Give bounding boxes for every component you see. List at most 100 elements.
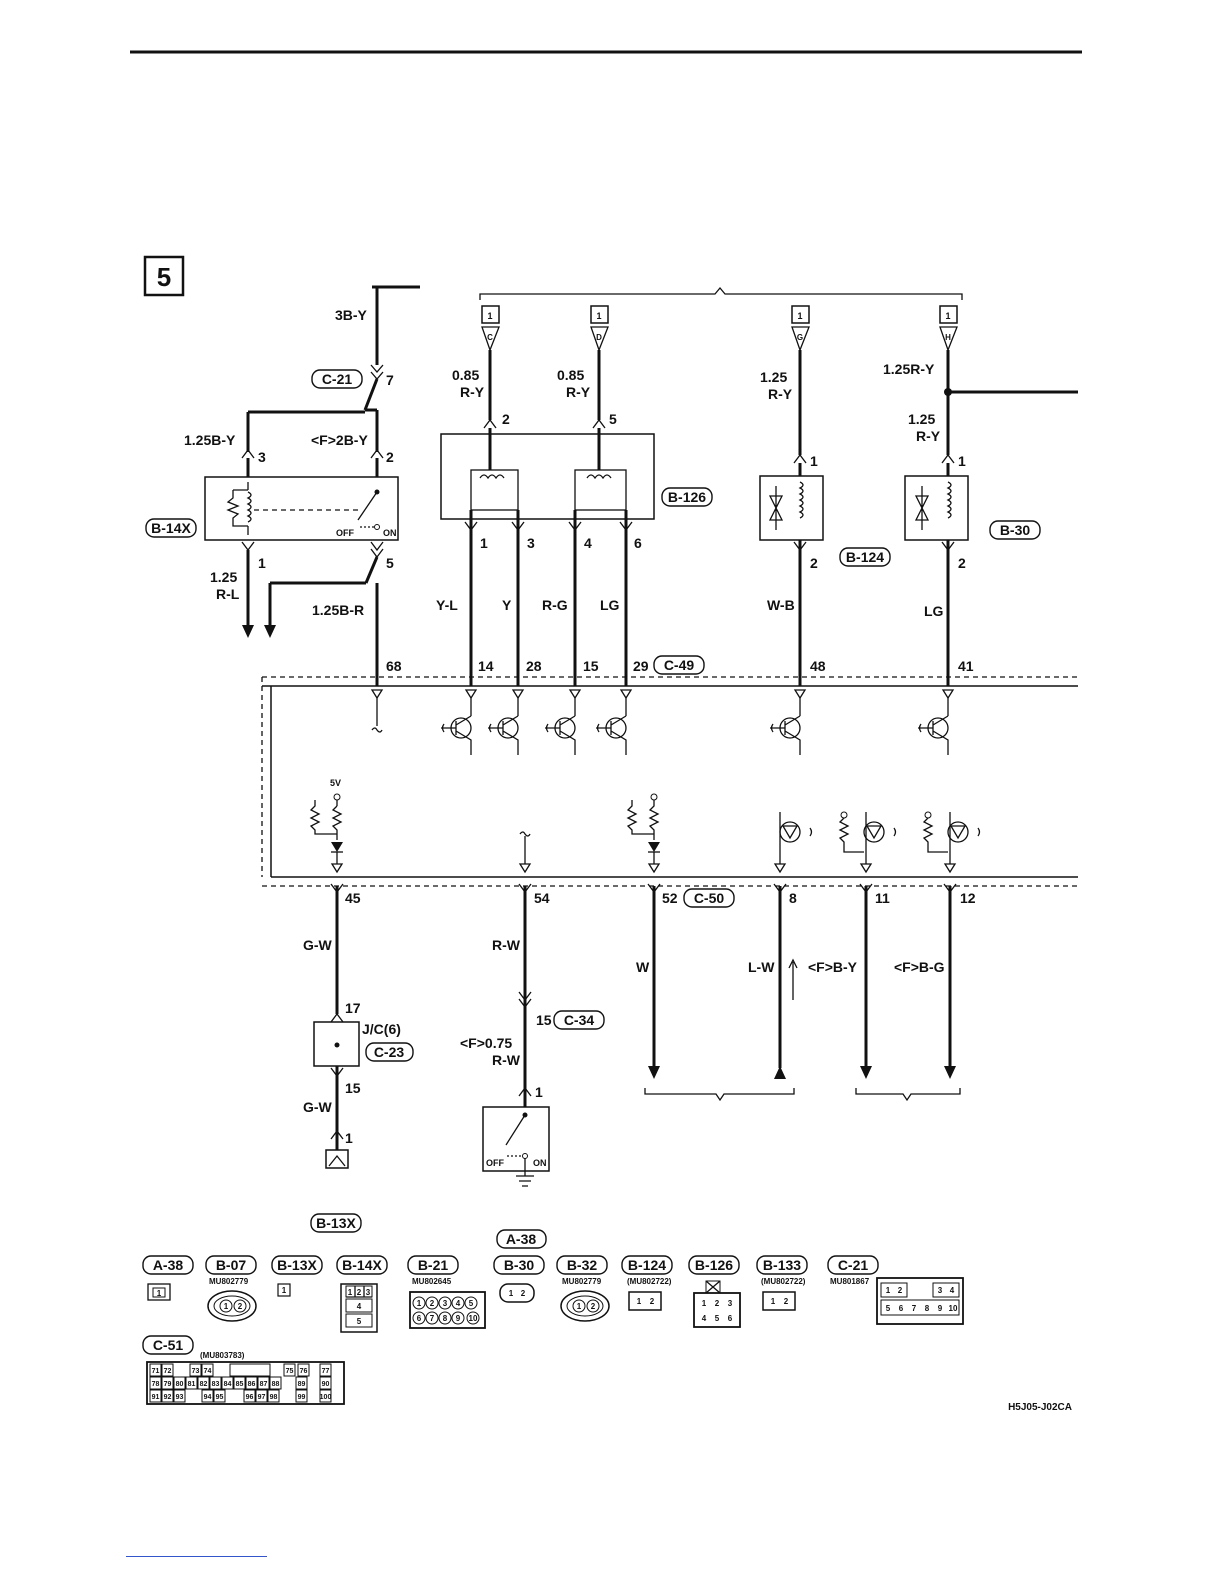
c51-pin-cell (297, 1363, 310, 1377)
svg-text:1.25R-Y: 1.25R-Y (883, 361, 935, 377)
svg-text:R-G: R-G (542, 597, 568, 613)
svg-text:R-W: R-W (492, 1052, 521, 1068)
c51-pin-label: 87 (260, 1381, 268, 1388)
svg-text:R-W: R-W (492, 937, 521, 953)
c51-pin-label: 96 (246, 1394, 254, 1401)
svg-text:B-133: B-133 (763, 1257, 801, 1273)
c51-pin-cell (319, 1363, 332, 1377)
ecu-input-52-circuit (626, 793, 661, 874)
svg-text:Y: Y (502, 597, 512, 613)
svg-text:5: 5 (886, 1304, 891, 1313)
svg-text:17: 17 (345, 1000, 361, 1016)
svg-text:B-124: B-124 (628, 1257, 666, 1273)
svg-text:2: 2 (521, 1289, 526, 1298)
svg-text:7: 7 (912, 1304, 917, 1313)
c51-pin-label: 77 (322, 1368, 330, 1375)
svg-text:5: 5 (469, 1299, 474, 1308)
lower-wire-45 (330, 883, 344, 1014)
svg-text:MU801867: MU801867 (830, 1277, 870, 1286)
svg-text:15: 15 (345, 1080, 361, 1096)
c51-pin-label: 91 (152, 1394, 160, 1401)
svg-text:15: 15 (583, 658, 599, 674)
svg-text:B-14X: B-14X (342, 1257, 382, 1273)
connector-tag-b14x: B-14X (145, 518, 197, 538)
c51-pin-cell (197, 1376, 210, 1390)
key-tag-b32: B-32 (556, 1255, 608, 1275)
connector-flag-h: 1 H (939, 305, 958, 352)
svg-text:3: 3 (366, 1288, 371, 1297)
c51-pin-label: 95 (216, 1394, 224, 1401)
svg-text:3: 3 (443, 1299, 448, 1308)
svg-text:8: 8 (789, 890, 797, 906)
svg-text:8: 8 (443, 1314, 448, 1323)
svg-text:5: 5 (357, 1317, 362, 1326)
relay-block-b126 (440, 428, 655, 520)
svg-text:1: 1 (797, 311, 802, 321)
c51-pin-label: 99 (298, 1394, 306, 1401)
c51-pin-cell (319, 1389, 332, 1403)
connector-tag-c50: C-50 (683, 888, 735, 908)
svg-text:68: 68 (386, 658, 402, 674)
c51-pin-label: 89 (298, 1381, 306, 1388)
svg-text:1.25B-R: 1.25B-R (312, 602, 364, 618)
svg-text:1: 1 (945, 311, 950, 321)
svg-text:B-124: B-124 (846, 549, 884, 565)
svg-text:1: 1 (258, 555, 266, 571)
svg-text:1: 1 (886, 1286, 891, 1295)
svg-text:1: 1 (958, 453, 966, 469)
svg-text:<F>B-Y: <F>B-Y (808, 959, 858, 975)
connector-flag-g: 1 G (791, 305, 810, 352)
c51-pin-cell (245, 1376, 258, 1390)
svg-text:LG: LG (924, 603, 944, 619)
svg-text:1: 1 (509, 1289, 514, 1298)
ignition-switch-b14x: OFF ON (204, 458, 399, 541)
svg-text:41: 41 (958, 658, 974, 674)
c51-pin-label: 88 (272, 1381, 280, 1388)
svg-text:(MU802722): (MU802722) (761, 1277, 806, 1286)
wire-3b-y: 3B-Y (335, 307, 368, 323)
connector-key: B-13X A-38 A-38 B-07 B-13X B-14X B-21 B-… (142, 1213, 964, 1405)
key-tag-a38: A-38 (142, 1255, 194, 1275)
svg-text:5: 5 (715, 1314, 720, 1323)
svg-text:ON: ON (533, 1158, 547, 1168)
svg-text:B-13X: B-13X (316, 1215, 356, 1231)
connector-tag-b126: B-126 (661, 487, 713, 507)
svg-text:10: 10 (469, 1314, 478, 1323)
svg-text:29: 29 (633, 658, 649, 674)
svg-text:L-W: L-W (748, 959, 775, 975)
svg-text:3: 3 (938, 1286, 943, 1295)
connector-flag-d: 1 D (590, 305, 609, 352)
svg-text:3: 3 (258, 449, 266, 465)
svg-text:1: 1 (535, 1084, 543, 1100)
svg-text:R-Y: R-Y (566, 384, 591, 400)
svg-text:C-49: C-49 (664, 657, 695, 673)
section-number: 5 (157, 262, 171, 292)
c51-pin-cell (319, 1376, 332, 1390)
figure-code: H5J05-J02CA (1008, 1402, 1072, 1413)
connector-tag-c34: C-34 (553, 1010, 605, 1030)
svg-text:1: 1 (282, 1286, 287, 1295)
ecu-input-68 (370, 689, 384, 733)
junction-connector-jc6 (313, 1021, 360, 1150)
svg-text:1.25: 1.25 (210, 569, 237, 585)
solenoid-valve-b30 (904, 453, 969, 686)
c51-pin-cell (295, 1389, 308, 1403)
ecu-box (261, 676, 1078, 887)
svg-text:C-21: C-21 (322, 371, 353, 387)
svg-text:2: 2 (591, 1302, 596, 1311)
svg-text:C-21: C-21 (838, 1257, 869, 1273)
key-tag-b07: B-07 (205, 1255, 257, 1275)
svg-text:11: 11 (875, 890, 890, 906)
c51-pin-cell (201, 1389, 214, 1403)
svg-text:2: 2 (958, 555, 966, 571)
svg-text:1: 1 (157, 1289, 162, 1298)
svg-text:1: 1 (417, 1299, 422, 1308)
lower-wire-8 (773, 883, 798, 1079)
svg-text:5: 5 (609, 411, 617, 427)
svg-text:8: 8 (925, 1304, 930, 1313)
c51-pin-cell (149, 1363, 162, 1377)
svg-text:1.25: 1.25 (908, 411, 935, 427)
svg-text:1: 1 (810, 453, 818, 469)
